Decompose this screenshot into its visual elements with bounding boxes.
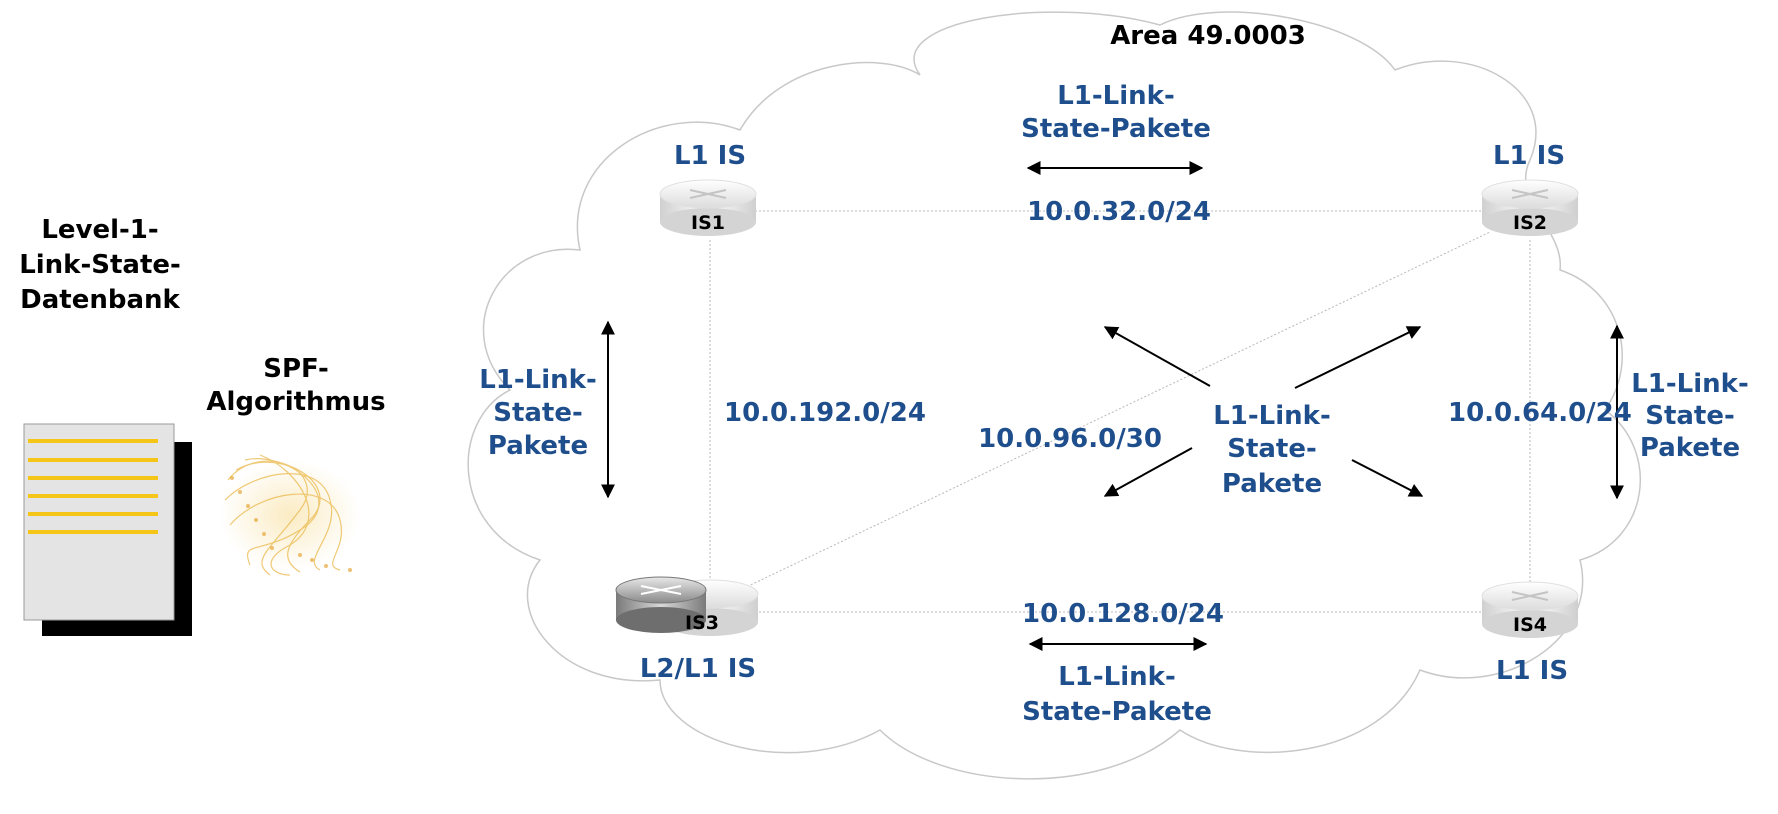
svg-text:State-: State- (1645, 401, 1735, 431)
svg-text:State-Pakete: State-Pakete (1022, 697, 1212, 727)
svg-text:L1-Link-: L1-Link- (1057, 81, 1175, 111)
svg-text:Pakete: Pakete (1222, 469, 1322, 499)
router-arrows-icon (640, 585, 682, 595)
arrow-center-sw (1103, 447, 1193, 497)
router-arrows-icon (1511, 591, 1549, 601)
router-is1[interactable]: IS1 (659, 179, 757, 236)
svg-text:State-Pakete: State-Pakete (1021, 114, 1211, 144)
svg-text:SPF-: SPF- (263, 354, 329, 384)
lsp-arrows (601, 161, 1624, 651)
subnet-is1-is3: 10.0.192.0/24 (724, 398, 926, 428)
router-is4[interactable]: IS4 (1481, 581, 1579, 638)
role-is2: L1 IS (1493, 141, 1565, 171)
subnet-is1-is2: 10.0.32.0/24 (1027, 197, 1211, 227)
subnet-is3-is2: 10.0.96.0/30 (978, 424, 1162, 454)
router-id: IS1 (691, 212, 725, 234)
router-is3[interactable]: IS3 (615, 576, 759, 636)
svg-text:State-: State- (1227, 434, 1317, 464)
database-document-icon (23, 423, 192, 636)
svg-text:L1-Link-: L1-Link- (1213, 401, 1331, 431)
svg-text:L1-Link-: L1-Link- (1631, 369, 1749, 399)
lsp-label-right: L1-Link- State- Pakete (1631, 369, 1749, 463)
link-is3-is2 (739, 231, 1491, 591)
role-is1: L1 IS (674, 141, 746, 171)
svg-text:State-: State- (493, 398, 583, 428)
router-id: IS2 (1513, 212, 1547, 234)
area-title: Area 49.0003 (1110, 21, 1306, 51)
router-is2[interactable]: IS2 (1481, 179, 1579, 236)
svg-text:Pakete: Pakete (1640, 433, 1740, 463)
arrow-center-se (1351, 459, 1424, 497)
arrow-center-nw (1103, 326, 1211, 387)
router-id: IS4 (1513, 614, 1547, 636)
spf-title: SPF- Algorithmus (206, 354, 385, 417)
svg-text:L1-Link-: L1-Link- (1058, 662, 1176, 692)
database-title: Level-1- Link-State- Datenbank (19, 215, 181, 315)
lsp-label-top: L1-Link- State-Pakete (1021, 81, 1211, 144)
router-arrows-icon (1511, 189, 1549, 199)
svg-text:Pakete: Pakete (488, 431, 588, 461)
spf-swirl-icon (220, 454, 360, 576)
lsp-label-center: L1-Link- State- Pakete (1213, 401, 1331, 499)
lsp-label-bottom: L1-Link- State-Pakete (1022, 662, 1212, 727)
subnet-is2-is4: 10.0.64.0/24 (1448, 398, 1632, 428)
lsp-label-left: L1-Link- State- Pakete (479, 365, 597, 461)
svg-text:Algorithmus: Algorithmus (206, 387, 385, 417)
router-id: IS3 (685, 612, 719, 634)
svg-text:L1-Link-: L1-Link- (479, 365, 597, 395)
svg-text:Datenbank: Datenbank (20, 285, 180, 315)
subnet-is3-is4: 10.0.128.0/24 (1022, 599, 1224, 629)
arrow-center-ne (1294, 326, 1422, 389)
router-arrows-icon (689, 189, 727, 199)
area-cloud (467, 11, 1642, 780)
role-is4: L1 IS (1496, 656, 1568, 686)
role-is3: L2/L1 IS (640, 654, 756, 684)
svg-text:Level-1-: Level-1- (41, 215, 158, 245)
svg-text:Link-State-: Link-State- (19, 250, 181, 280)
links (709, 210, 1531, 613)
